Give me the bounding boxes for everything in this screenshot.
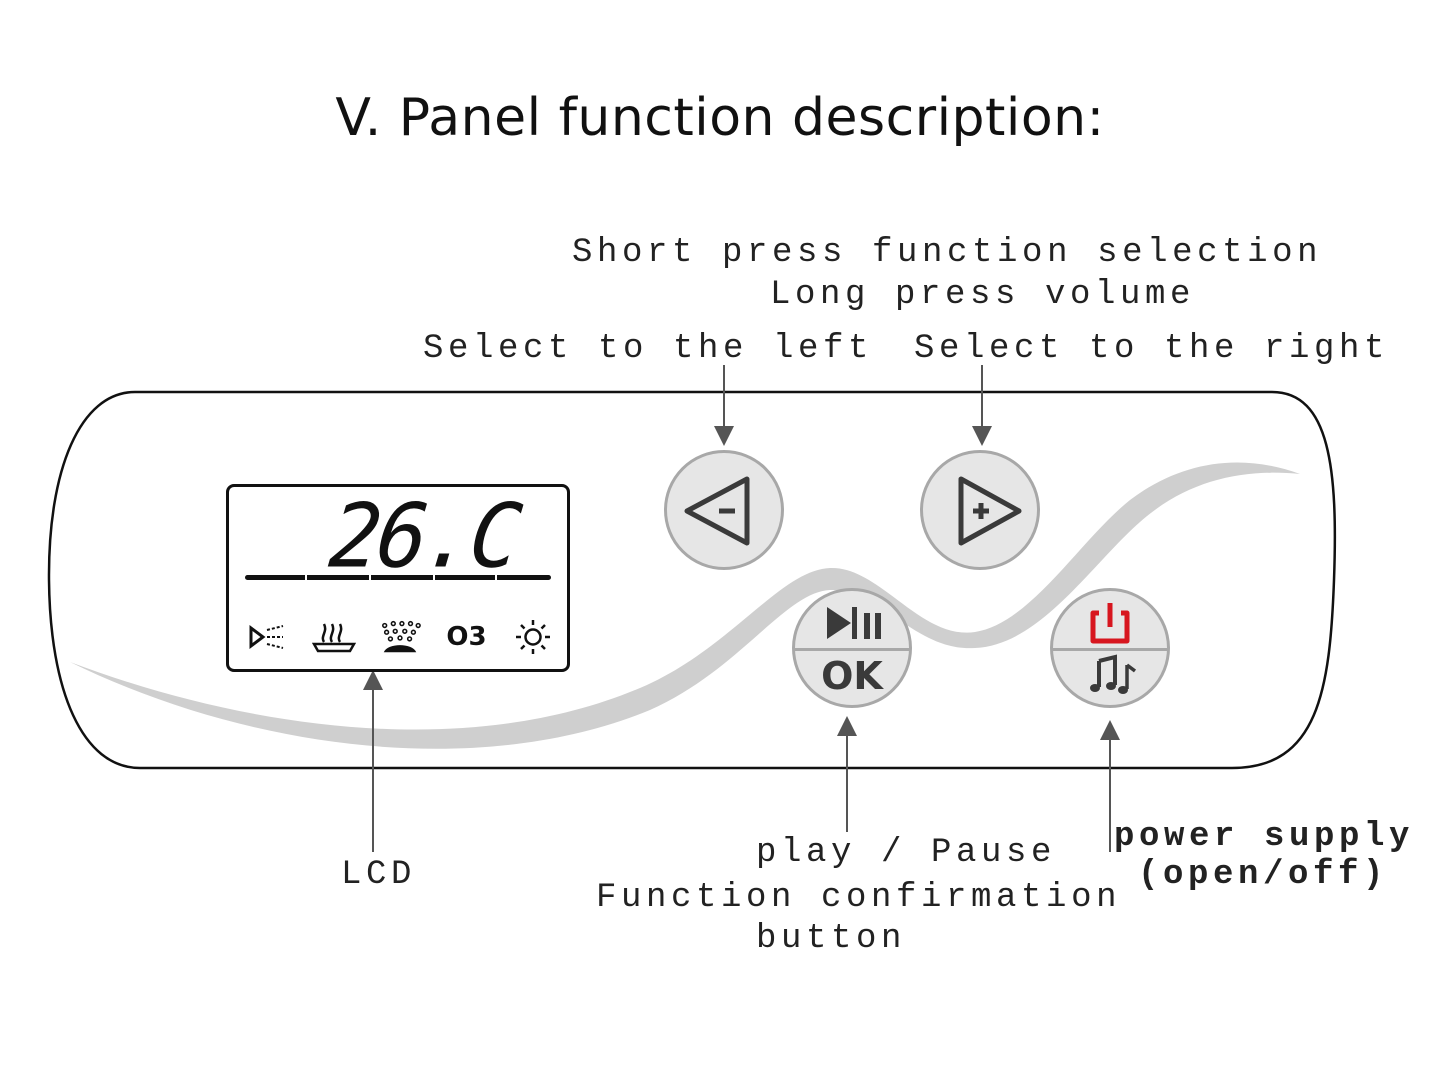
plus-triangle-icon: [958, 476, 1022, 546]
label-select-left: Select to the left: [423, 330, 874, 368]
play-pause-ok-button[interactable]: OK: [792, 588, 912, 708]
page-title: V. Panel function description:: [335, 88, 1105, 148]
panel-wave: [70, 462, 1300, 749]
label-power-supply: power supply: [1114, 818, 1415, 856]
label-select-right: Select to the right: [914, 330, 1390, 368]
lcd-temperature: 26.C: [325, 484, 523, 588]
select-left-button[interactable]: [664, 450, 784, 570]
power-icon: [1090, 603, 1130, 644]
ozone-icon: O3: [446, 622, 487, 652]
label-play-pause: play / Pause: [756, 834, 1057, 872]
button-divider: [1053, 648, 1167, 651]
lcd-icon-row: O3: [245, 617, 555, 657]
play-pause-icon: [827, 607, 881, 639]
label-lcd: LCD: [341, 856, 417, 894]
power-music-button[interactable]: [1050, 588, 1170, 708]
music-notes-icon: [1090, 654, 1137, 694]
label-power-open-off: (open/off): [1138, 856, 1389, 894]
bubble-jets-icon: [378, 617, 422, 657]
light-icon: [511, 617, 555, 657]
label-long-press-volume: Long press volume: [770, 276, 1196, 314]
label-function-confirmation: Function confirmation: [596, 879, 1122, 917]
ok-label: OK: [821, 654, 883, 698]
lcd-display: 26.C: [226, 484, 570, 672]
steam-heater-icon: [311, 617, 356, 657]
label-confirmation-button: button: [756, 920, 907, 958]
spray-lamp-icon: [245, 617, 289, 657]
button-divider: [795, 648, 909, 651]
minus-triangle-icon: [684, 476, 750, 546]
select-right-button[interactable]: [920, 450, 1040, 570]
lcd-segment-bar: [245, 575, 551, 580]
label-function-select: Short press function selection: [572, 234, 1323, 272]
